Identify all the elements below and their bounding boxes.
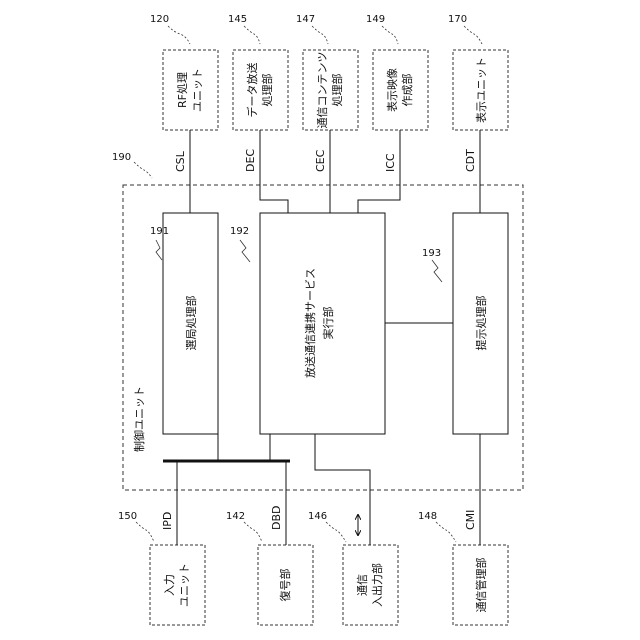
presentation-processing-label: 提示処理部: [474, 296, 488, 351]
rf-unit-label-2: ユニット: [191, 68, 204, 112]
ref-145-leader: [244, 26, 260, 44]
data-broadcast-label-1: データ放送: [245, 63, 259, 118]
ref-192-leader: [240, 240, 250, 262]
display-video-label-1: 表示映像: [385, 68, 399, 112]
broadcast-comm-service-label-1: 放送通信連携サービス: [303, 268, 317, 378]
comm-management-label: 通信管理部: [474, 558, 488, 613]
icc-label: ICC: [384, 153, 397, 172]
ref-142: 142: [226, 511, 245, 522]
ref-149: 149: [366, 14, 385, 25]
csl-label: CSL: [174, 150, 187, 172]
ref-170: 170: [448, 14, 467, 25]
ref-120: 120: [150, 14, 169, 25]
ref-147-leader: [312, 26, 328, 44]
channel-processing-label: 選局処理部: [184, 296, 198, 351]
comm-content-label-1: 通信コンテンツ: [316, 52, 329, 129]
ref-148: 148: [418, 511, 437, 522]
ref-149-leader: [382, 26, 398, 44]
ipd-label: IPD: [161, 512, 174, 530]
comm-content-label-2: 処理部: [330, 74, 344, 107]
ref-142-leader: [244, 522, 262, 542]
cmi-label: CMI: [464, 510, 477, 530]
ref-146: 146: [308, 511, 327, 522]
ref-190-leader: [134, 162, 152, 178]
comm-io-label-1: 通信: [356, 574, 369, 596]
cec-label: CEC: [314, 149, 327, 172]
control-unit-label: 制御ユニット: [132, 386, 146, 452]
rf-unit-label-1: RF処理: [176, 72, 189, 108]
input-unit-label-2: ユニット: [178, 563, 191, 607]
ref-193: 193: [422, 248, 441, 259]
ref-147: 147: [296, 14, 315, 25]
ref-191-leader: [156, 240, 162, 260]
dbd-label: DBD: [270, 506, 283, 531]
decoding-unit-label: 復号部: [278, 569, 292, 602]
display-unit-label: 表示ユニット: [474, 57, 488, 123]
broadcast-comm-service-label-2: 実行部: [321, 307, 335, 340]
dec-label: DEC: [244, 149, 257, 172]
input-unit-label-1: 入力: [163, 574, 176, 596]
dec-line: [260, 130, 288, 213]
display-video-label-2: 作成部: [400, 74, 414, 107]
cdt-label: CDT: [464, 149, 477, 172]
ref-170-leader: [464, 26, 482, 44]
ref-150-leader: [136, 522, 154, 542]
ref-148-leader: [436, 522, 456, 542]
ref-193-leader: [432, 260, 442, 282]
ref-192: 192: [230, 226, 249, 237]
data-broadcast-label-2: 処理部: [260, 74, 274, 107]
ref-150: 150: [118, 511, 137, 522]
ref-120-leader: [168, 26, 190, 44]
ref-145: 145: [228, 14, 247, 25]
ref-146-leader: [326, 522, 346, 542]
ref-191: 191: [150, 226, 169, 237]
comm-io-label-2: 入出力部: [370, 563, 384, 607]
ref-190: 190: [112, 152, 131, 163]
